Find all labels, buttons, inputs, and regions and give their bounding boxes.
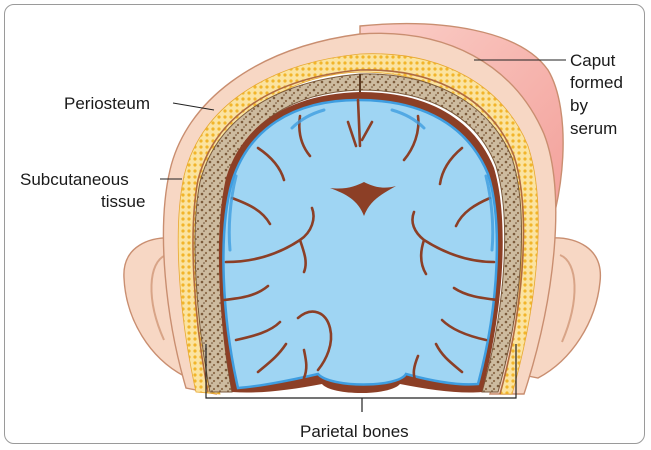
caput-label-2: formed (570, 73, 623, 92)
subcutaneous-label-1: Subcutaneous (20, 170, 129, 189)
subcutaneous-label-2: tissue (101, 192, 145, 211)
caput-label-3: by (570, 96, 588, 115)
parietal-bones-label: Parietal bones (300, 422, 409, 441)
caput-label-4: serum (570, 119, 617, 138)
caput-label-1: Caput (570, 51, 616, 70)
periosteum-label: Periosteum (64, 94, 150, 113)
